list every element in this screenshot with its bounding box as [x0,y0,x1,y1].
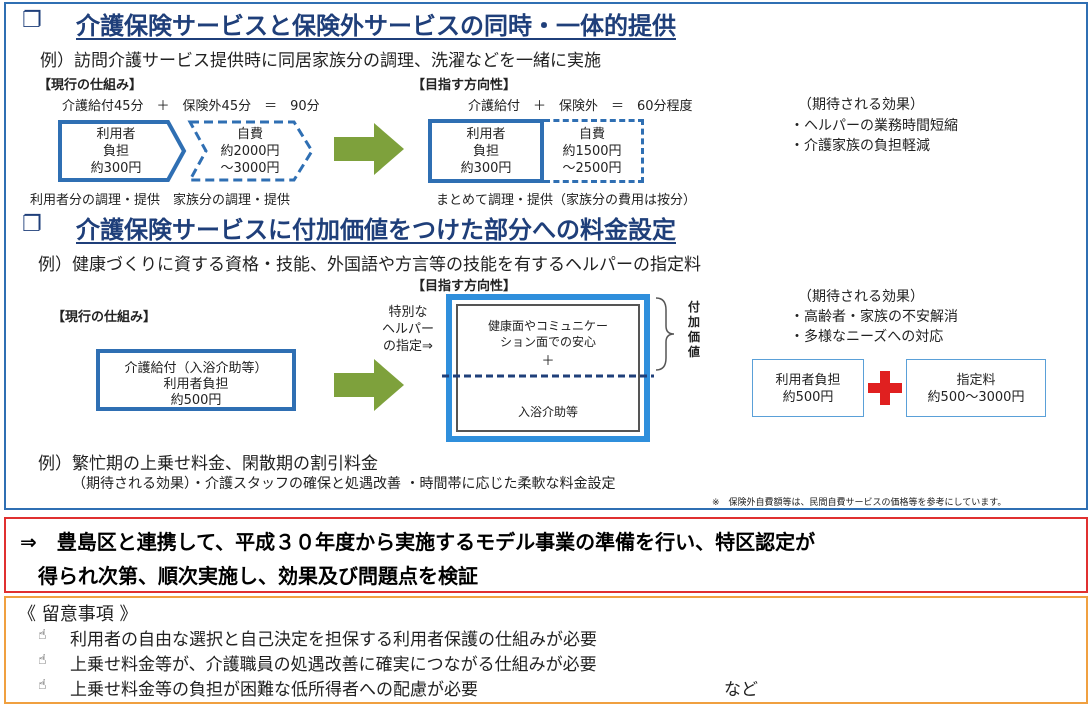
section1-title: 介護保険サービスと保険外サービスの同時・一体的提供 [76,12,676,40]
box-line: 約500～3000円 [927,390,1025,405]
label-line: 特別な [388,305,428,320]
notes-title: 《 留意事項 》 [18,604,138,625]
box-line: 介護給付（入浴介助等） [124,361,268,376]
section2-current-label: 【現行の仕組み】 [52,310,157,325]
box-line: 自費 [578,127,605,142]
dashed-divider [442,374,654,378]
section2-title: 介護保険サービスに付加価値をつけた部分への料金設定 [76,216,676,244]
section1-target-box2-text: 自費 約1500円 ～2500円 [546,126,638,177]
section2-effect-item: ・多様なニーズへの対応 [790,329,944,345]
footnote: ※ 保険外自費額等は、民間自費サービスの価格等を参考にしています。 [712,498,1007,508]
section1-effect-item: ・ヘルパーの業務時間短縮 [790,118,958,134]
section1-effect-item: ・介護家族の負担軽減 [790,138,930,154]
note-item: 上乗せ料金等が、介護職員の処遇改善に確実につながる仕組みが必要 [70,655,597,675]
section1-current-box2: 自費 約2000円 ～3000円 [200,126,300,177]
section2-box-icon: ❐ [22,212,42,237]
notes-suffix: など [724,680,758,700]
box-line: ～3000円 [220,161,280,176]
section1-current-chevrons [58,120,314,182]
section1-target-box1 [428,119,544,183]
section2-example2-effects: （期待される効果）・介護スタッフの確保と処遇改善 ・時間帯に応じた柔軟な料金設定 [72,476,616,492]
pointing-hand-icon: ☝ [38,677,47,693]
section2-effect-item: ・高齢者・家族の不安解消 [790,309,958,325]
box-line: ション面での安心 [499,335,596,349]
label-line: ヘルパー [381,322,434,337]
section2-effects-title: （期待される効果） [798,289,924,305]
section1-target-box1-text: 利用者 負担 約300円 [432,126,540,177]
added-value-label: 付加価値 [688,300,701,359]
section2-current-box: 介護給付（入浴介助等） 利用者負担 約500円 [96,349,296,411]
section1-current-caption: 利用者分の調理・提供 家族分の調理・提供 [30,193,291,208]
conclusion-line2: 得られ次第、順次実施し、効果及び問題点を検証 [38,564,478,588]
box-line: 約500円 [782,390,834,405]
section1-current-box1: 利用者 負担 約300円 [60,126,172,177]
box-line: 負担 [472,144,499,159]
right-arrow-icon [334,359,404,411]
section1-target-formula: 介護給付 ＋ 保険外 ＝ 60分程度 [468,99,693,114]
value-box-bottom-text: 入浴介助等 [517,405,578,419]
value-box-top-text: 健康面やコミュニケー ション面での安心 [458,318,638,350]
box-line: ～2500円 [562,161,622,176]
label-line: の指定⇒ [383,339,433,354]
plus-sign: ＋ [541,354,555,369]
section1-example: 例）訪問介護サービス提供時に同居家族分の調理、洗濯などを一緒に実施 [40,51,601,71]
right-arrow-icon [334,123,404,175]
brace-icon [655,297,675,371]
section1-box-icon: ❐ [22,8,42,33]
pointing-hand-icon: ☝ [38,627,47,643]
box-line: 約300円 [90,161,142,176]
box-line: 健康面やコミュニケー [487,319,608,333]
box-line: 約2000円 [220,144,280,159]
fee-box-user: 利用者負担 約500円 [752,359,864,417]
box-line: 利用者負担 [163,377,229,392]
special-helper-label: 特別な ヘルパー の指定⇒ [370,304,446,355]
note-item: 上乗せ料金等の負担が困難な低所得者への配慮が必要 [70,680,478,700]
value-box-inner [456,304,640,432]
section2-example: 例）健康づくりに資する資格・技能、外国語や方言等の技能を有するヘルパーの指定料 [38,255,701,275]
plus-icon [868,371,902,405]
section2-target-label: 【目指す方向性】 [412,279,517,294]
box-line: 利用者負担 [775,373,841,388]
conclusion-line1: ⇒ 豊島区と連携して、平成３０年度から実施するモデル事業の準備を行い、特区認定が [20,530,816,554]
fee-box-designation: 指定料 約500～3000円 [906,359,1046,417]
pointing-hand-icon: ☝ [38,652,47,668]
box-line: 約1500円 [562,144,622,159]
section1-effects-title: （期待される効果） [798,97,924,113]
box-line: 利用者 [96,127,136,142]
section1-current-formula: 介護給付45分 ＋ 保険外45分 ＝ 90分 [62,99,320,114]
notes-box [4,596,1088,704]
box-line: 約500円 [170,393,222,408]
section1-current-label: 【現行の仕組み】 [38,78,143,93]
section1-target-box2 [544,119,644,183]
conclusion-box [4,517,1088,593]
section1-target-label: 【目指す方向性】 [412,78,517,93]
section1-target-caption: まとめて調理・提供（家族分の費用は按分） [436,193,697,208]
section2-example2: 例）繁忙期の上乗せ料金、閑散期の割引料金 [38,454,378,474]
box-line: 利用者 [466,127,506,142]
box-line: 負担 [102,144,129,159]
box-line: 自費 [236,127,263,142]
box-line: 約300円 [460,161,512,176]
note-item: 利用者の自由な選択と自己決定を担保する利用者保護の仕組みが必要 [70,630,597,650]
box-line: 指定料 [956,373,996,388]
